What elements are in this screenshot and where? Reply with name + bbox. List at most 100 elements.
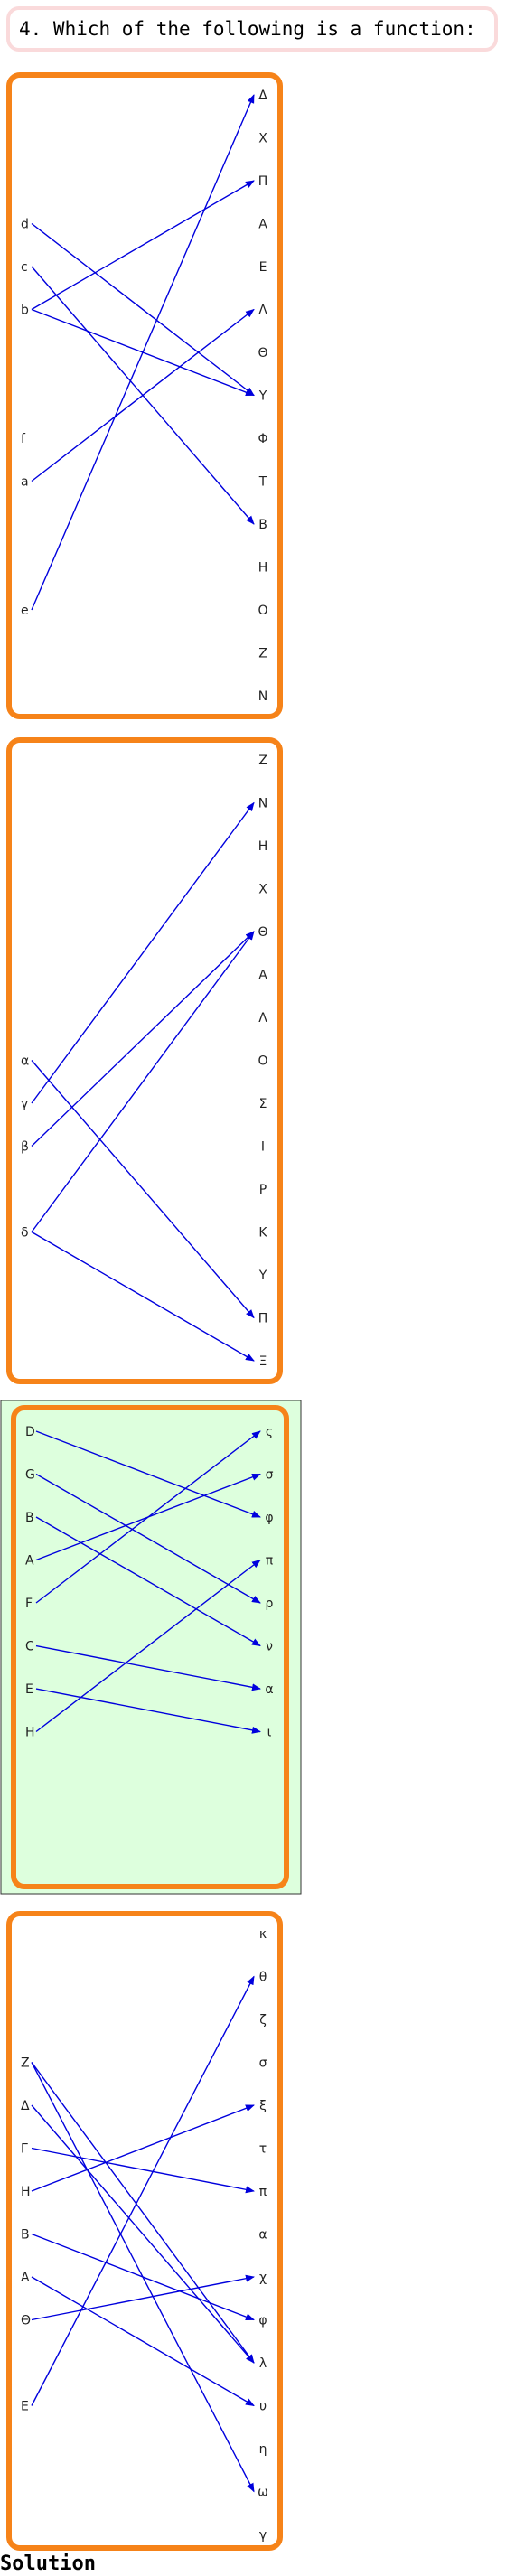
codomain-label: Λ — [258, 1011, 267, 1026]
domain-label: c — [21, 260, 28, 275]
domain-label: a — [21, 475, 29, 490]
codomain-label: τ — [259, 2142, 267, 2157]
codomain-label: λ — [259, 2356, 267, 2371]
codomain-label: Ζ — [258, 647, 267, 661]
codomain-label: π — [259, 2185, 267, 2199]
codomain-label: Ο — [258, 604, 267, 618]
codomain-label: ξ — [259, 2099, 267, 2113]
codomain-label: ζ — [259, 2013, 267, 2028]
domain-label: f — [21, 432, 26, 446]
mapping-arrow — [35, 1473, 261, 1604]
domain-label: b — [21, 304, 29, 318]
mapping-arrow — [31, 2274, 255, 2321]
mapping-arrow — [31, 1231, 255, 1362]
domain-label: E — [25, 1682, 33, 1697]
question-text: 4. Which of the following is a function: — [19, 18, 476, 40]
domain-label: Ζ — [21, 2056, 30, 2071]
domain-label: Η — [21, 2185, 31, 2199]
codomain-label: φ — [265, 1511, 273, 1525]
codomain-label: π — [266, 1554, 274, 1569]
codomain-label: Α — [258, 218, 267, 232]
mapping-arrow — [31, 931, 255, 1147]
domain-label: γ — [21, 1097, 28, 1111]
domain-label: Β — [21, 2228, 30, 2243]
domain-label: β — [21, 1140, 29, 1155]
codomain-label: ς — [266, 1425, 273, 1439]
codomain-label: χ — [259, 2271, 267, 2285]
codomain-label: Φ — [258, 432, 267, 446]
codomain-label: Η — [258, 839, 268, 854]
codomain-label: Τ — [258, 475, 267, 490]
mapping-arrow — [31, 2104, 255, 2192]
option-frame — [11, 1405, 289, 1889]
codomain-label: Ρ — [259, 1183, 267, 1197]
domain-label: F — [25, 1597, 33, 1611]
domain-label: A — [25, 1554, 34, 1569]
mapping-arrow — [35, 1644, 261, 1691]
codomain-label: υ — [259, 2400, 267, 2414]
codomain-label: ι — [267, 1726, 272, 1740]
codomain-label: φ — [258, 2314, 267, 2328]
codomain-label: α — [265, 1682, 273, 1697]
codomain-label: Κ — [258, 1226, 267, 1241]
mapping-arrow — [35, 1688, 261, 1734]
domain-label: δ — [21, 1226, 29, 1241]
codomain-label: Ξ — [259, 1354, 267, 1369]
codomain-label: Υ — [258, 389, 267, 404]
codomain-label: Σ — [259, 1097, 267, 1111]
codomain-label: α — [258, 2228, 267, 2243]
codomain-label: η — [259, 2442, 267, 2457]
codomain-label: Ν — [258, 689, 267, 704]
codomain-label: Υ — [258, 1269, 267, 1283]
codomain-label: ω — [258, 2486, 268, 2500]
codomain-label: Π — [258, 174, 268, 189]
codomain-label: θ — [259, 1971, 267, 1985]
codomain-label: γ — [259, 2528, 267, 2543]
codomain-label: Π — [258, 1312, 268, 1326]
mapping-arrow — [31, 1975, 255, 2406]
mapping-arrow — [35, 1430, 261, 1604]
domain-label: d — [21, 218, 29, 232]
domain-label: Θ — [21, 2314, 31, 2328]
codomain-label: σ — [259, 2056, 267, 2071]
codomain-label: Ζ — [258, 754, 267, 768]
option-frame — [6, 1911, 283, 2551]
domain-label: Ε — [21, 2400, 29, 2414]
domain-label: Α — [21, 2271, 30, 2285]
domain-label: H — [25, 1726, 35, 1740]
mapping-arrow — [31, 222, 255, 397]
domain-label: Γ — [21, 2142, 28, 2157]
mapping-arrow — [31, 2233, 255, 2321]
domain-label: D — [25, 1425, 35, 1439]
codomain-label: Θ — [258, 346, 267, 361]
codomain-label: Ν — [258, 797, 267, 811]
mapping-arrow — [35, 1516, 261, 1647]
domain-label: α — [21, 1054, 29, 1069]
domain-label: B — [25, 1511, 34, 1525]
codomain-label: Β — [258, 518, 267, 532]
codomain-label: Χ — [258, 132, 267, 146]
codomain-label: Ο — [258, 1054, 267, 1069]
mapping-arrow — [31, 94, 255, 611]
codomain-label: Ι — [261, 1140, 265, 1155]
codomain-label: Λ — [258, 304, 267, 318]
mapping-arrow — [35, 1430, 261, 1518]
codomain-label: ν — [266, 1640, 273, 1654]
mapping-arrow — [31, 2147, 255, 2194]
codomain-label: Α — [258, 969, 267, 983]
option-frame — [6, 72, 283, 719]
mapping-arrow — [31, 1060, 255, 1319]
mapping-arrow — [31, 2062, 255, 2364]
option-frame — [6, 737, 283, 1384]
domain-label: e — [21, 604, 29, 618]
mapping-arrow — [31, 308, 255, 482]
domain-label: G — [25, 1468, 35, 1483]
mapping-arrow — [31, 2104, 255, 2364]
